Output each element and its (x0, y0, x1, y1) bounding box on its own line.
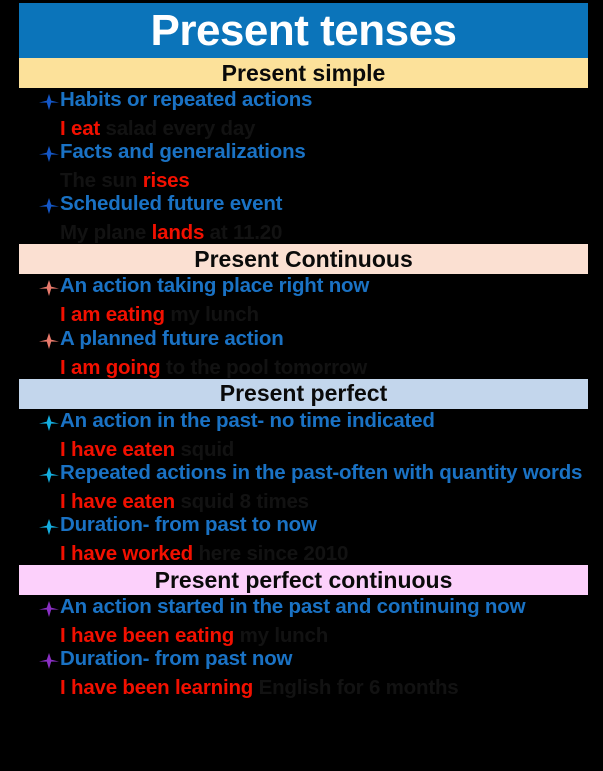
point-heading: An action in the past- no time indicated (60, 408, 435, 432)
example-verb: rises (142, 169, 190, 193)
example-verb: I have been eating (60, 624, 235, 647)
page-title: Present tenses (150, 5, 457, 55)
bullet-asterisk-icon (38, 518, 60, 542)
point-heading: A planned future action (60, 326, 284, 350)
example-sentence: My plane lands at 11.20 (0, 222, 603, 244)
bullet-asterisk-icon (39, 601, 59, 617)
bullet-asterisk-icon (38, 600, 60, 624)
example-sentence: I have been learning English for 6 month… (0, 677, 603, 699)
example-verb: I have been learning (60, 676, 254, 700)
example-object: here since 2010 (198, 541, 349, 565)
bullet-asterisk-icon (39, 518, 59, 535)
section-body: Habits or repeated actions I eat salad ev… (0, 89, 603, 244)
example-verb: I have worked (60, 541, 193, 565)
example-prefix: My plane (60, 221, 147, 245)
list-item: An action in the past- no time indicated (0, 408, 603, 438)
section-body: An action taking place right now I am eat… (0, 275, 603, 378)
bullet-asterisk-icon (39, 280, 59, 297)
bullet-asterisk-icon (38, 93, 60, 117)
list-item: Facts and generalizations (0, 141, 603, 169)
example-verb: I am going (60, 355, 161, 379)
list-item: An action started in the past and contin… (0, 596, 603, 624)
list-item: Duration- from past to now (0, 514, 603, 542)
bullet-asterisk-icon (39, 332, 59, 349)
example-object: my lunch (239, 624, 329, 647)
point-heading: Scheduled future event (60, 192, 283, 216)
example-verb: I eat (60, 117, 101, 140)
example-sentence: I am going to the pool tomorrow (0, 355, 603, 379)
point-heading: Duration- from past now (60, 647, 293, 671)
example-verb: I am eating (60, 303, 165, 327)
example-sentence: I have worked here since 2010 (0, 541, 603, 565)
list-item: A planned future action (0, 326, 603, 356)
example-object: to the pool tomorrow (166, 355, 367, 379)
bullet-asterisk-icon (39, 414, 59, 431)
point-heading: Habits or repeated actions (60, 88, 313, 111)
example-object: squid 8 times (180, 489, 309, 513)
list-item: Repeated actions in the past-often with … (0, 460, 603, 490)
example-object: salad every day (105, 117, 256, 140)
bullet-asterisk-icon (38, 279, 60, 303)
bullet-asterisk-icon (39, 146, 59, 163)
list-item: Habits or repeated actions (0, 89, 603, 117)
section-body: An action started in the past and contin… (0, 596, 603, 699)
example-sentence: I have eaten squid (0, 437, 603, 461)
example-object: my lunch (170, 303, 259, 327)
example-verb: I have eaten (60, 437, 175, 461)
example-sentence: I have been eating my lunch (0, 624, 603, 647)
section-header-label: Present Continuous (194, 245, 413, 272)
bullet-asterisk-icon (39, 466, 59, 483)
example-object: English for 6 months (258, 676, 459, 700)
section-header-bar: Present perfect continuous (19, 565, 588, 595)
section-body: An action in the past- no time indicated… (0, 408, 603, 565)
example-object: at 11.20 (209, 221, 283, 245)
section-header-bar: Present Continuous (19, 244, 588, 275)
example-prefix: The sun (60, 169, 138, 193)
point-heading: An action started in the past and contin… (60, 595, 526, 618)
bullet-asterisk-icon (38, 466, 60, 490)
example-verb: lands (151, 221, 205, 245)
point-heading: Repeated actions in the past-often with … (60, 460, 583, 484)
section-header-label: Present simple (221, 59, 386, 86)
example-sentence: The sun rises (0, 170, 603, 192)
section-header-bar: Present perfect (19, 378, 588, 409)
list-item: Scheduled future event (0, 193, 603, 221)
title-banner: Present tenses (19, 3, 588, 58)
example-verb: I have eaten (60, 489, 175, 513)
list-item: Duration- from past now (0, 648, 603, 676)
bullet-asterisk-icon (39, 653, 59, 670)
example-sentence: I am eating my lunch (0, 304, 603, 326)
bullet-asterisk-icon (39, 94, 59, 110)
bullet-asterisk-icon (38, 197, 60, 221)
list-item: An action taking place right now (0, 275, 603, 303)
section-header-label: Present perfect continuous (154, 566, 453, 593)
section-header-bar: Present simple (19, 58, 588, 88)
point-heading: Duration- from past to now (60, 512, 317, 536)
example-sentence: I eat salad every day (0, 117, 603, 140)
example-object: squid (180, 437, 235, 461)
point-heading: An action taking place right now (60, 274, 370, 298)
bullet-asterisk-icon (39, 198, 59, 215)
bullet-asterisk-icon (38, 652, 60, 676)
example-sentence: I have eaten squid 8 times (0, 489, 603, 513)
bullet-asterisk-icon (38, 414, 60, 438)
bullet-asterisk-icon (38, 332, 60, 356)
bullet-asterisk-icon (38, 145, 60, 169)
section-header-label: Present perfect (219, 380, 388, 407)
point-heading: Facts and generalizations (60, 140, 306, 164)
